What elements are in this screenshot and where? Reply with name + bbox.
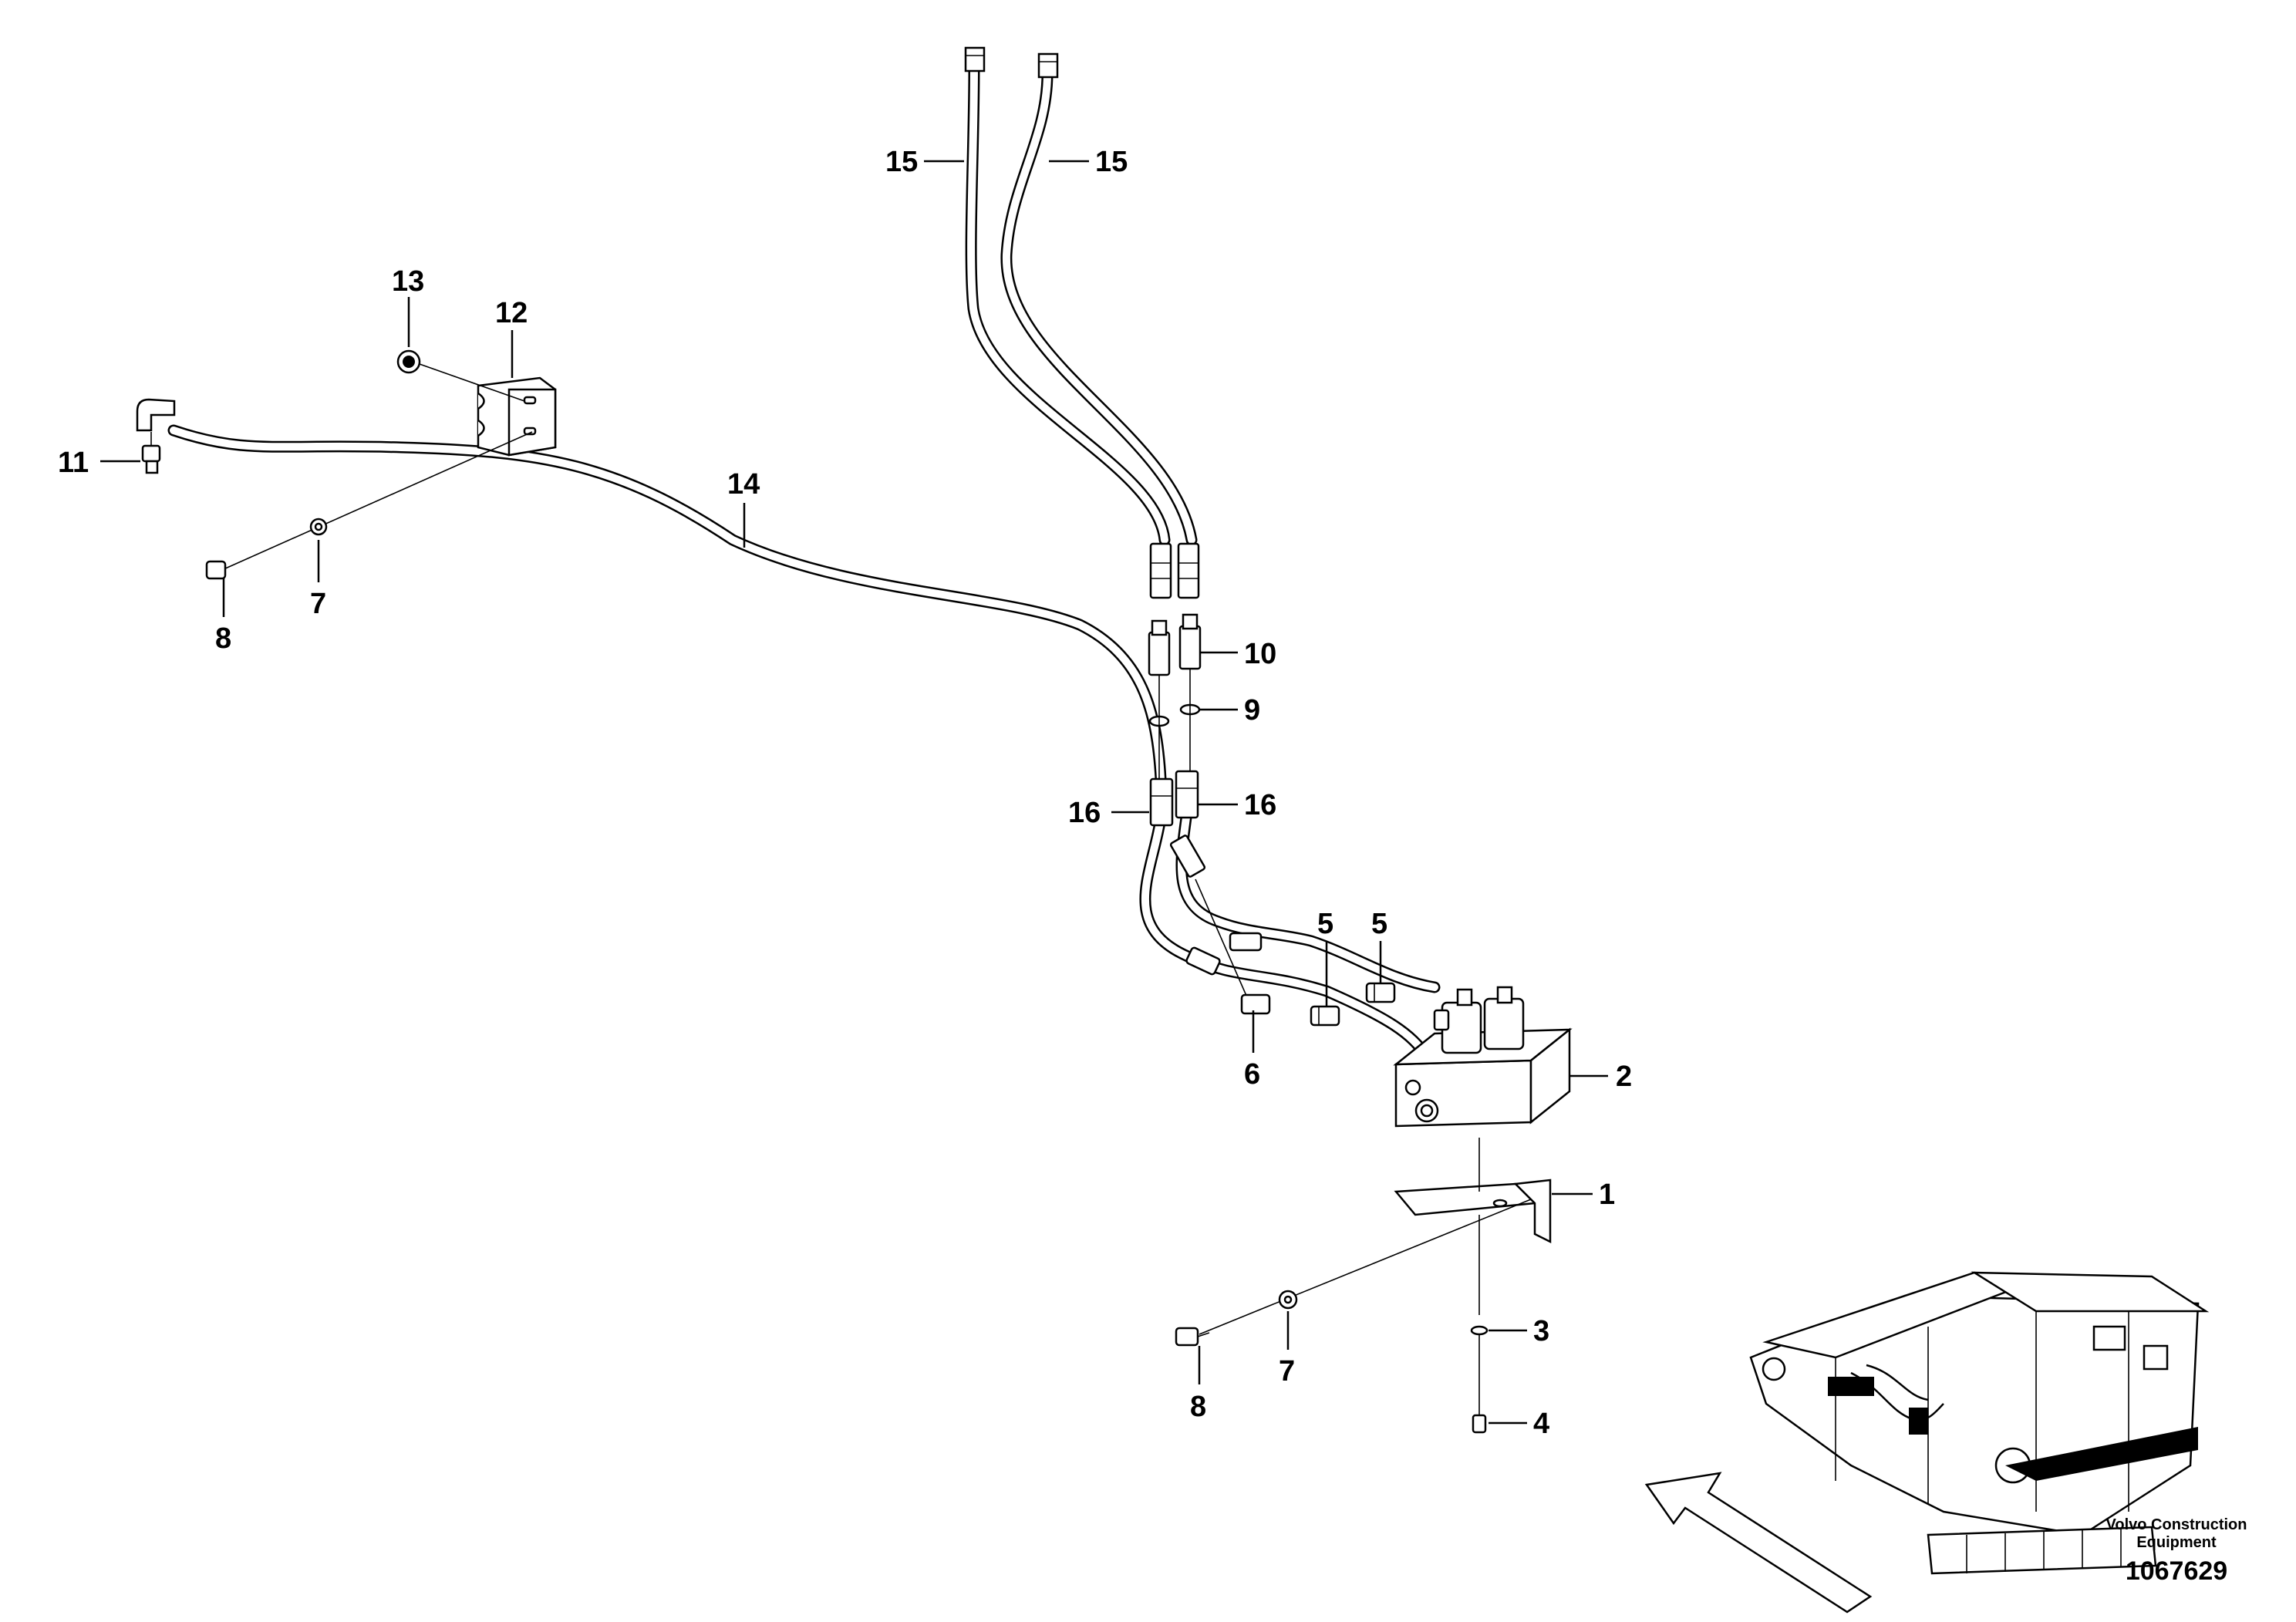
callout-15-right: 15	[1095, 146, 1128, 178]
hose-lower-right	[1175, 811, 1441, 993]
tube-with-fittings	[1169, 835, 1271, 1015]
bolt-8-upper	[205, 431, 533, 580]
valve-block-2	[1393, 986, 1573, 1128]
washer-7-upper	[309, 518, 328, 536]
callout-8-lower: 8	[1190, 1391, 1206, 1423]
washer-3	[1470, 1215, 1489, 1336]
bracket-12	[477, 376, 557, 457]
document-number: 1067629	[2126, 1556, 2227, 1586]
callout-1: 1	[1599, 1179, 1615, 1211]
hose-lower-left	[1139, 811, 1433, 1063]
callout-7-lower: 7	[1279, 1355, 1295, 1388]
adapter-10	[1148, 613, 1202, 676]
fitting-5	[1310, 982, 1396, 1027]
screw-4	[1472, 1334, 1487, 1434]
callout-6: 6	[1244, 1058, 1260, 1091]
callout-16-left: 16	[1068, 797, 1101, 829]
hose-15-right	[1000, 52, 1198, 546]
hose-end-fittings	[1149, 542, 1200, 599]
callout-labels: 15 15 13 12 11 14 7 8 10 9 16 16 5 5 6 2…	[58, 146, 1632, 1440]
callout-5-right: 5	[1371, 908, 1387, 940]
elbow-11	[136, 398, 176, 474]
callout-13: 13	[392, 265, 424, 298]
machine-frame-locator	[1749, 1271, 2210, 1575]
washer-7-lower	[1278, 1290, 1298, 1310]
callout-4: 4	[1533, 1408, 1549, 1440]
callout-16-right: 16	[1244, 789, 1276, 821]
bolt-8-lower	[1175, 1199, 1532, 1347]
hose-14	[167, 424, 1167, 785]
callout-14: 14	[727, 468, 760, 501]
hose-15-left	[964, 46, 1171, 546]
callout-7-upper: 7	[310, 588, 326, 620]
callout-8-upper: 8	[215, 622, 231, 655]
nut-13	[396, 349, 525, 402]
credit-line-1: Volvo Construction	[2106, 1516, 2247, 1533]
credit-line-2: Equipment	[2136, 1534, 2217, 1551]
callout-12: 12	[495, 297, 528, 329]
callout-2: 2	[1616, 1061, 1632, 1093]
leader-lines	[100, 160, 1608, 1425]
callout-9: 9	[1244, 694, 1260, 727]
callout-5-left: 5	[1317, 908, 1333, 940]
callout-3: 3	[1533, 1315, 1549, 1347]
fitting-16	[1149, 770, 1199, 827]
callout-11: 11	[58, 447, 89, 479]
callout-15-left: 15	[885, 146, 918, 178]
view-direction-arrow-icon	[1644, 1472, 1873, 1614]
assembly-lines-upper	[1158, 669, 1191, 779]
callout-10: 10	[1244, 638, 1276, 670]
bracket-1	[1394, 1138, 1552, 1244]
credit-block: Volvo Construction Equipment 1067629	[2106, 1516, 2247, 1586]
